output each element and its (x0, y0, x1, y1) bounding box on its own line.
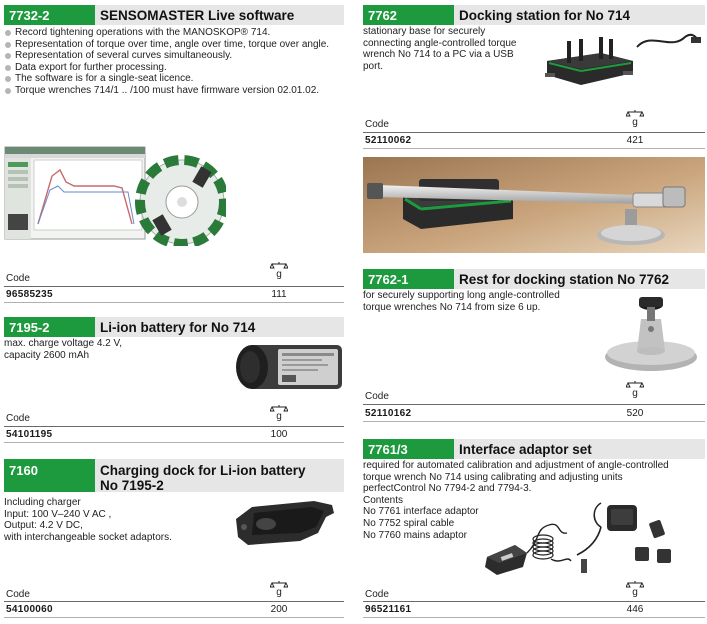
adaptor-set-image (485, 502, 671, 575)
weight-value: 100 (270, 429, 288, 440)
scale-icon (626, 380, 644, 388)
feature-item: Torque wrenches 714/1 .. /100 must have … (4, 85, 344, 97)
code-label: Code (6, 273, 30, 284)
product-header: 7762-1 Rest for docking station No 7762 (363, 269, 705, 289)
article-code: 54101195 (6, 429, 53, 440)
product-7761-3: 7761/3 Interface adaptor set required fo… (363, 439, 705, 621)
product-7762-1: 7762-1 Rest for docking station No 7762 … (363, 269, 705, 424)
product-description: stationary base for securely connecting … (363, 26, 517, 72)
code-table: Code g 96521161 446 (363, 577, 705, 621)
feature-item: Record tightening operations with the MA… (4, 27, 344, 39)
weight-value: 111 (271, 289, 287, 300)
article-code: 52110062 (365, 135, 412, 146)
divider (4, 286, 344, 287)
divider (4, 426, 344, 427)
code-table: Code g 54101195 100 (4, 401, 344, 445)
feature-item: Data export for further processing. (4, 62, 344, 74)
weight-value: 421 (626, 135, 644, 146)
product-title: Charging dock for Li-ion battery No 7195… (100, 463, 306, 493)
divider (363, 601, 705, 602)
wrench-docking-photo (363, 157, 705, 253)
code-table: Code g 52110062 421 (363, 105, 705, 150)
divider (363, 148, 705, 149)
product-header: 7762 Docking station for No 714 (363, 5, 705, 25)
product-header: 7732-2 SENSOMASTER Live software (4, 5, 344, 25)
product-7160: 7160 Charging dock for Li-ion battery No… (4, 459, 344, 621)
code-table: Code g 96585235 111 (4, 260, 344, 305)
product-number: 7762 (363, 5, 454, 25)
divider (4, 601, 344, 602)
code-label: Code (6, 589, 30, 600)
divider (363, 404, 705, 405)
product-title: Docking station for No 714 (459, 8, 631, 23)
product-title: Li-ion battery for No 714 (100, 320, 256, 335)
feature-item: Representation of several curves simulta… (4, 50, 344, 62)
weight-value: 446 (626, 604, 644, 615)
code-label: Code (365, 589, 389, 600)
product-header: 7761/3 Interface adaptor set (363, 439, 705, 459)
charging-dock-image (236, 501, 334, 545)
feature-item: Representation of torque over time, angl… (4, 39, 344, 51)
weight-value: 200 (270, 604, 288, 615)
weight-unit: g (276, 587, 282, 598)
product-number: 7195-2 (4, 317, 95, 337)
product-header: 7160 Charging dock for Li-ion battery No… (4, 459, 344, 493)
product-title: SENSOMASTER Live software (100, 8, 295, 23)
article-code: 96521161 (365, 604, 412, 615)
software-image (4, 146, 226, 246)
code-label: Code (6, 413, 30, 424)
scale-icon (626, 109, 644, 117)
weight-value: 520 (626, 408, 644, 419)
article-code: 52110162 (365, 408, 412, 419)
code-table: Code g 52110162 520 (363, 375, 705, 424)
article-code: 96585235 (6, 289, 53, 300)
weight-unit: g (276, 269, 282, 280)
product-number: 7160 (4, 459, 95, 492)
feature-list: Record tightening operations with the MA… (4, 27, 344, 97)
product-7195-2: 7195-2 Li-ion battery for No 714 max. ch… (4, 317, 344, 445)
product-description: for securely supporting long angle-contr… (363, 290, 560, 313)
battery-image (236, 345, 342, 389)
divider (363, 617, 705, 618)
product-description: max. charge voltage 4.2 V, capacity 2600… (4, 338, 123, 361)
divider (363, 132, 705, 133)
weight-unit: g (632, 117, 638, 128)
divider (4, 442, 344, 443)
article-code: 54100060 (6, 604, 53, 615)
divider (4, 617, 344, 618)
weight-unit: g (632, 587, 638, 598)
docking-station-image (545, 33, 701, 85)
product-description: required for automated calibration and a… (363, 460, 669, 541)
product-number: 7732-2 (4, 5, 95, 25)
product-7762: 7762 Docking station for No 714 stationa… (363, 5, 705, 150)
product-description: Including charger Input: 100 V–240 V AC … (4, 497, 172, 543)
weight-unit: g (632, 388, 638, 399)
product-number: 7762-1 (363, 269, 454, 289)
product-title: Interface adaptor set (459, 442, 592, 457)
code-table: Code g 54100060 200 (4, 577, 344, 621)
divider (363, 421, 705, 422)
code-label: Code (365, 119, 389, 130)
product-header: 7195-2 Li-ion battery for No 714 (4, 317, 344, 337)
divider (4, 302, 344, 303)
scale-icon (270, 261, 288, 269)
weight-unit: g (276, 411, 282, 422)
code-label: Code (365, 391, 389, 402)
product-7732-2: 7732-2 SENSOMASTER Live software Record … (4, 5, 344, 305)
product-number: 7761/3 (363, 439, 454, 459)
feature-item: The software is for a single-seat licenc… (4, 73, 344, 85)
rest-image (605, 297, 697, 371)
product-title: Rest for docking station No 7762 (459, 272, 670, 287)
